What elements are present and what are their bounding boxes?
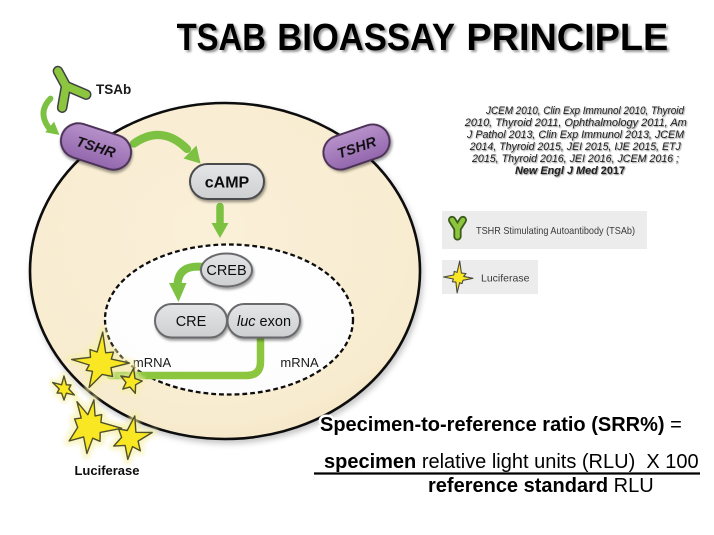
svg-text:JCEM 2010, Clin Exp Immunol 20: JCEM 2010, Clin Exp Immunol 2010, Thyroi… bbox=[485, 105, 685, 117]
svg-text:2015, Thyroid 2016, JEI 2016,: 2015, Thyroid 2016, JEI 2016, JCEM 2016 … bbox=[471, 153, 679, 165]
svg-text:CREB: CREB bbox=[206, 263, 246, 279]
svg-text:specimen relative light units: specimen relative light units (RLU) X 10… bbox=[324, 451, 699, 473]
svg-text:luc exon: luc exon bbox=[237, 314, 291, 330]
svg-text:Luciferase: Luciferase bbox=[74, 463, 139, 478]
svg-text:BIOASSAY: BIOASSAY bbox=[277, 17, 455, 59]
svg-text:J Pathol 2013, Clin Exp Immuno: J Pathol 2013, Clin Exp Immunol 2013, JC… bbox=[466, 129, 685, 141]
svg-text:BIOASSAY: BIOASSAY bbox=[279, 19, 457, 61]
svg-text:reference standard RLU: reference standard RLU bbox=[428, 475, 654, 497]
svg-text:Specimen-to-reference ratio (S: Specimen-to-reference ratio (SRR%) = bbox=[320, 414, 682, 436]
svg-text:TSAB: TSAB bbox=[177, 17, 266, 59]
svg-text:cAMP: cAMP bbox=[205, 175, 250, 192]
svg-text:PRINCIPLE: PRINCIPLE bbox=[466, 17, 668, 59]
svg-text:mRNA: mRNA bbox=[133, 355, 172, 370]
svg-text:PRINCIPLE: PRINCIPLE bbox=[469, 19, 671, 61]
svg-text:2014, Thyroid 2015, JEI 2015,: 2014, Thyroid 2015, JEI 2015, IJE 2015, … bbox=[469, 141, 681, 153]
svg-text:mRNA: mRNA bbox=[280, 355, 319, 370]
svg-text:TSAb: TSAb bbox=[96, 82, 131, 97]
svg-text:Luciferase: Luciferase bbox=[481, 273, 530, 285]
svg-text:New Engl J Med 2017: New Engl J Med 2017 bbox=[515, 165, 625, 177]
svg-text:TSAB: TSAB bbox=[179, 19, 268, 61]
svg-text:2010, Thyroid 2011, Ophthalmol: 2010, Thyroid 2011, Ophthalmology 2011, … bbox=[464, 117, 687, 129]
svg-text:CRE: CRE bbox=[176, 314, 207, 330]
svg-text:TSHR Stimulating Autoantibody: TSHR Stimulating Autoantibody (TSAb) bbox=[476, 225, 635, 237]
